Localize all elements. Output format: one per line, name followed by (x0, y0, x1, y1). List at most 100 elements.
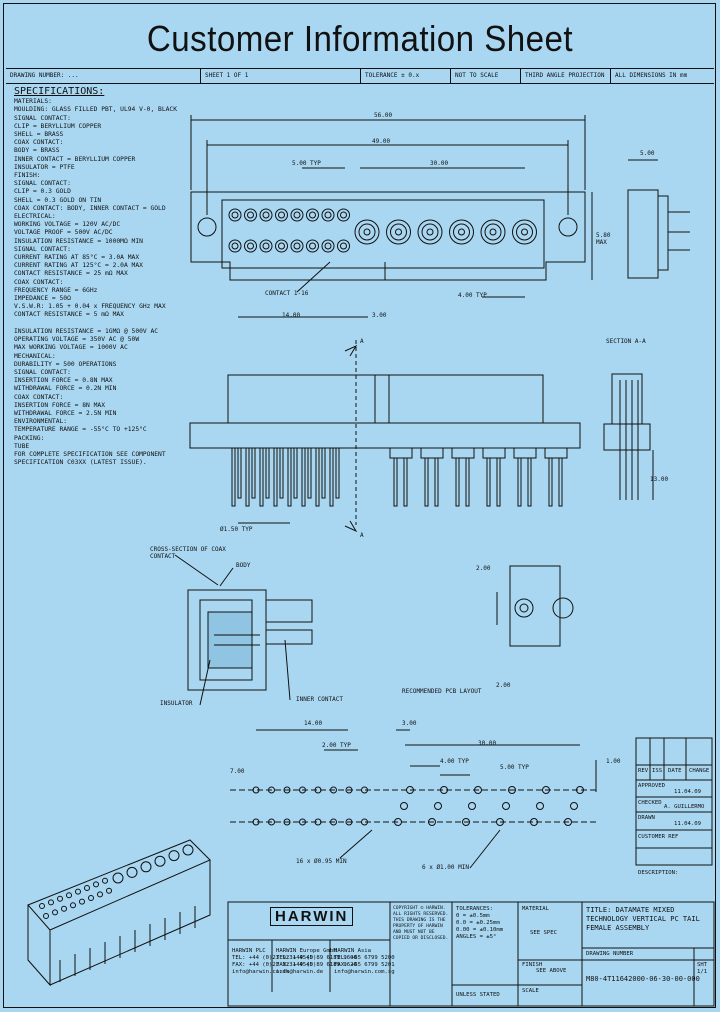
iso-coax (140, 861, 152, 873)
signal-pin-core (278, 211, 285, 219)
coax-pin-ring (484, 223, 502, 241)
front-coax-tail (455, 457, 460, 507)
iso-pin (102, 877, 108, 884)
front-coax-body (544, 447, 568, 459)
spec-line: INSULATION RESISTANCE = 1GMΩ @ 500V AC (14, 327, 159, 335)
spec-line: V.S.W.R: 1.05 + 0.04 x FREQUENCY GHz MAX (14, 303, 166, 311)
header-cell: NOT TO SCALE (451, 69, 521, 83)
front-signal-tail (321, 447, 326, 499)
coax-pin (449, 219, 474, 245)
front-signal-tail (265, 447, 270, 499)
material-label: MATERIAL (522, 906, 549, 912)
signal-pin (259, 239, 273, 253)
signal-pin-core (324, 242, 332, 250)
coax-pin-core (458, 228, 465, 236)
coax-xsec-label: CROSS-SECTION OF COAX CONTACT (150, 546, 226, 560)
iso-pin (79, 898, 85, 905)
iso-coax (126, 866, 138, 878)
iso-coax (112, 872, 124, 884)
spec-line: SPECIFICATION C03XX (LATEST ISSUE). (14, 459, 147, 467)
spec-line: BODY = BRASS (14, 147, 60, 155)
front-coax-tail (424, 457, 429, 507)
spec-line: INSERTION FORCE = 8N MAX (14, 401, 105, 409)
revision-block (635, 737, 713, 866)
coax-pin (480, 219, 506, 245)
coax-pin-core (395, 228, 402, 236)
signal-pin (244, 239, 257, 253)
iso-coax (182, 844, 194, 856)
finish-label: FINISH (522, 962, 543, 968)
signal-pin-core (309, 211, 316, 219)
front-coax-tail (486, 457, 491, 507)
spec-line: SIGNAL CONTACT: (14, 114, 71, 122)
spec-line: ENVIRONMENTAL: (14, 418, 68, 426)
dim-mounting: 49.00 (372, 138, 391, 145)
front-signal-tail (245, 447, 250, 507)
spec-line: OPERATING VOLTAGE = 350V AC @ 50W (14, 336, 140, 344)
signal-pin (290, 239, 304, 253)
spec-line: SIGNAL CONTACT: (14, 180, 71, 188)
front-signal-tail (237, 447, 242, 499)
front-signal-tail (329, 447, 334, 507)
signal-pin (228, 239, 242, 253)
spec-line: INSERTION FORCE = 0.8N MAX (14, 377, 113, 385)
signal-pin (306, 239, 319, 253)
dim-pcb-row: 5.00 TYP (500, 764, 529, 771)
spec-line: CURRENT RATING AT 125°C = 2.0A MAX (14, 262, 143, 270)
dim-pcb-sig: 14.00 (304, 720, 323, 727)
sheet-number: SHT 1/1 (697, 962, 708, 975)
signal-pin (259, 208, 273, 222)
spec-line: INSULATOR = PTFE (14, 163, 75, 171)
iso-pin (61, 905, 67, 912)
coax-pin-core (489, 228, 497, 236)
section-label: SECTION A-A (606, 338, 646, 345)
dim-side-width: 5.00 (640, 150, 655, 157)
pcb-coax-hole (434, 802, 442, 810)
spec-line: SIGNAL CONTACT: (14, 368, 71, 376)
spec-line: ELECTRICAL: (14, 213, 56, 221)
front-signal-tail (287, 447, 292, 507)
coax-pin-ring (516, 223, 533, 241)
section-arrow-label-bottom: A (360, 532, 364, 539)
signal-pin (337, 208, 350, 222)
drawing-number: M80-4T11642000-06-30-00-000 (586, 975, 700, 983)
spec-line: MECHANICAL: (14, 352, 56, 360)
signal-pin (275, 239, 288, 253)
spec-line: PACKING: (14, 434, 45, 442)
title-block (227, 901, 715, 1007)
coax-pcb-detail (496, 565, 574, 647)
front-coax-body (451, 447, 475, 459)
front-coax-tail (403, 457, 408, 507)
spec-line: FOR COMPLETE SPECIFICATION SEE COMPONENT (14, 450, 166, 458)
iso-coax (154, 855, 166, 867)
iso-pin (70, 902, 76, 909)
front-coax-tail (465, 457, 470, 507)
signal-pin-core (247, 242, 254, 250)
signal-pin (290, 208, 304, 222)
iso-pin (66, 892, 72, 899)
iso-pin (52, 909, 58, 916)
dim-pcb-coax-pitch: 4.00 TYP (440, 758, 469, 765)
header-cell: SHEET 1 OF 1 (201, 69, 361, 83)
dim-pcb-gap: 3.00 (402, 720, 417, 727)
spec-line: INNER CONTACT = BERYLLIUM COPPER (14, 155, 136, 163)
dim-signal-pitch: 5.00 TYP (292, 160, 321, 167)
spec-line: SHELL = BRASS (14, 131, 64, 139)
pcb-layout (230, 729, 597, 869)
signal-pin-core (309, 242, 316, 250)
dim-pcb-pitch: 2.00 TYP (322, 742, 351, 749)
rev-header-rev: REV (638, 768, 649, 774)
rev-header-change: CHANGE (689, 768, 710, 774)
signal-pin (337, 239, 350, 253)
scale-label: SCALE (522, 988, 539, 994)
signal-pin-core (324, 211, 332, 219)
spec-line: CONTACT RESISTANCE = 25 mΩ MAX (14, 270, 128, 278)
signal-pin-core (231, 242, 239, 250)
coax-cross-section (174, 554, 313, 706)
front-signal-tail (335, 447, 340, 499)
dim-pin-dia: Ø1.50 TYP (220, 526, 253, 533)
dim-height: 5.80 MAX (596, 232, 611, 246)
iso-pin (43, 913, 49, 919)
dim-coax-offset: 2.00 (496, 682, 511, 689)
